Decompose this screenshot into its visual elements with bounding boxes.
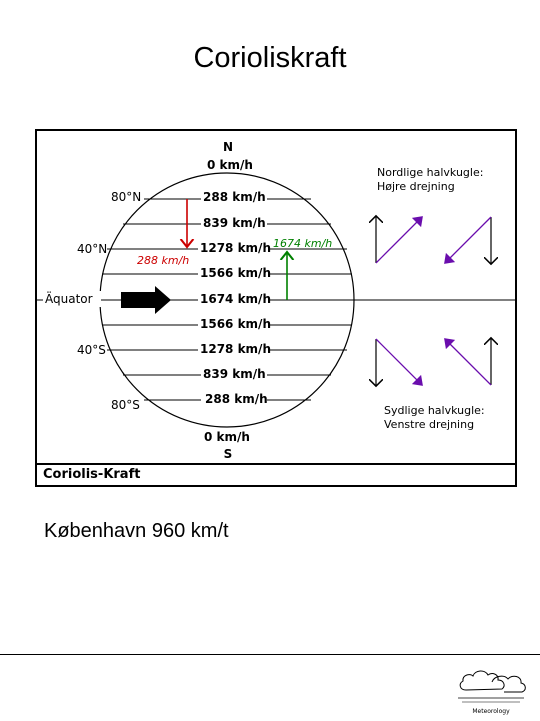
speed-label-60s: 839 km/h — [203, 367, 266, 381]
south-hemisphere-subtitle: Venstre drejning — [384, 418, 474, 431]
north-deflection-icon-1 — [376, 217, 423, 264]
latitude-label-40n: 40°N — [77, 242, 107, 256]
latitude-label-80n: 80°N — [111, 190, 141, 204]
figure-caption: Coriolis-Kraft — [37, 463, 515, 485]
south-deflection-icon-1 — [376, 338, 423, 385]
speed-label-equator: 1674 km/h — [200, 292, 271, 306]
cloud-logo-icon: Meteorology — [458, 670, 526, 715]
north-pole-label: N — [223, 140, 233, 154]
meteorology-logo: Meteorology — [452, 664, 530, 721]
coriolis-diagram: N 0 km/h 0 km/h S 80°N 40°N Äquator 40°S… — [35, 129, 517, 487]
rotation-direction-arrow-icon — [121, 286, 171, 314]
south-deflection-icon-2 — [444, 339, 491, 386]
north-pole-speed: 0 km/h — [207, 158, 253, 172]
slide-title: Corioliskraft — [193, 42, 347, 74]
north-hemisphere-title: Nordlige halvkugle: — [377, 166, 483, 179]
latitude-lines — [37, 198, 515, 401]
green-arrow-label: 1674 km/h — [273, 237, 332, 250]
coriolis-diagram-svg: N 0 km/h 0 km/h S 80°N 40°N Äquator 40°S… — [37, 140, 515, 461]
copenhagen-speed-note: København 960 km/t — [44, 520, 229, 542]
equator-label: Äquator — [45, 291, 93, 306]
speed-label-40s: 1278 km/h — [200, 342, 271, 356]
speed-label-20s: 1566 km/h — [200, 317, 271, 331]
south-hemisphere-title: Sydlige halvkugle: — [384, 404, 485, 417]
footer-divider — [0, 654, 540, 655]
latitude-label-40s: 40°S — [77, 343, 106, 357]
speed-label-80s: 288 km/h — [205, 392, 268, 406]
latitude-label-80s: 80°S — [111, 398, 140, 412]
speed-label-40n: 1278 km/h — [200, 241, 271, 255]
north-deflection-icon-2 — [444, 216, 491, 263]
logo-text: Meteorology — [472, 708, 510, 715]
south-pole-label: S — [224, 447, 233, 461]
speed-label-20n: 1566 km/h — [200, 266, 271, 280]
north-hemisphere-subtitle: Højre drejning — [377, 180, 455, 193]
speed-label-60n: 839 km/h — [203, 216, 266, 230]
red-arrow-label: 288 km/h — [137, 254, 189, 267]
south-pole-speed: 0 km/h — [204, 430, 250, 444]
speed-label-80n: 288 km/h — [203, 190, 266, 204]
